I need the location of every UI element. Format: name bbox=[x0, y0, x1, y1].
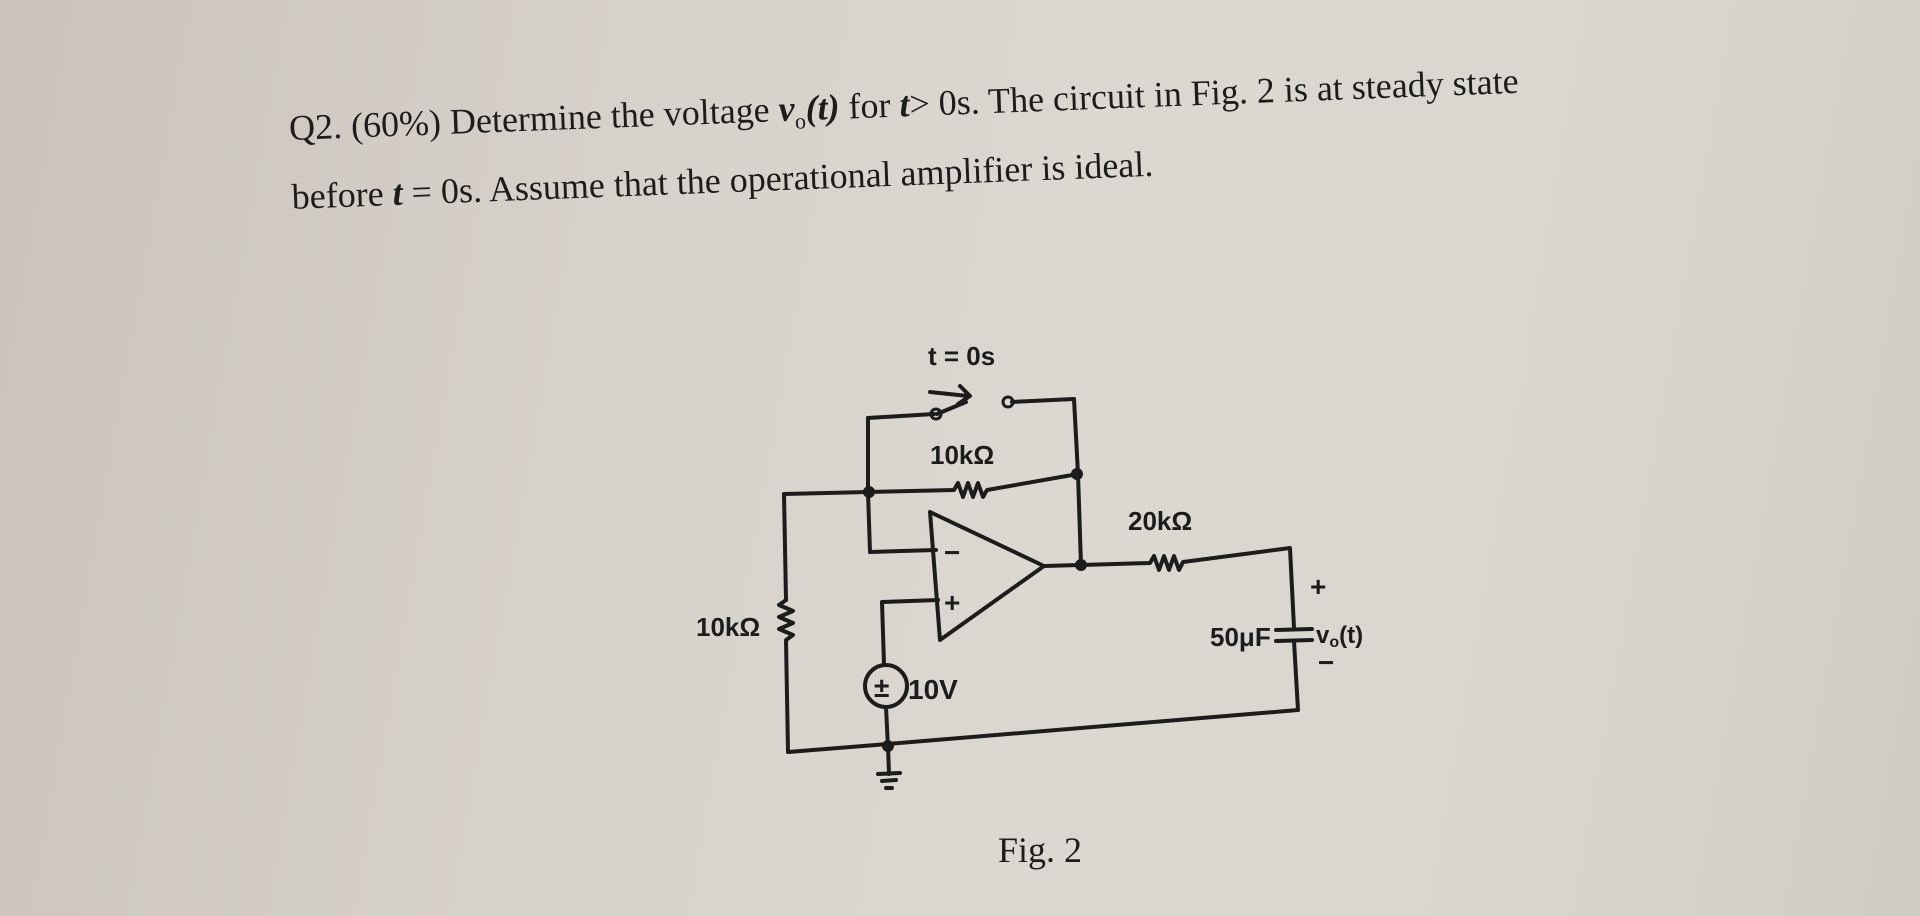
ground-resistor bbox=[777, 598, 795, 754]
cap-minus: − bbox=[1318, 647, 1334, 678]
source-label: 10V bbox=[908, 674, 958, 705]
op-amp bbox=[928, 510, 1046, 642]
switch bbox=[866, 384, 1080, 494]
cap-voltage-label: vo(t) bbox=[1316, 622, 1363, 651]
noninverting-input-wire bbox=[880, 598, 940, 666]
op-amp-plus: + bbox=[944, 587, 960, 618]
feedback-resistor-label: 10kΩ bbox=[930, 440, 994, 470]
figure-caption: Fig. 2 bbox=[998, 830, 1082, 870]
output-resistor-label: 20kΩ bbox=[1128, 506, 1192, 536]
bottom-return-wire bbox=[786, 708, 1300, 754]
output-resistor bbox=[1079, 546, 1296, 630]
inverting-node bbox=[863, 486, 875, 498]
ground-icon bbox=[876, 744, 902, 790]
feedback-resistor bbox=[866, 472, 1080, 499]
capacitor-plate-top bbox=[1274, 627, 1314, 632]
inverting-input-wire bbox=[866, 490, 938, 554]
op-amp-minus: − bbox=[944, 537, 960, 568]
output-wire bbox=[1042, 563, 1082, 568]
cap-plus: + bbox=[1310, 571, 1326, 602]
switch-label: t = 0s bbox=[928, 341, 995, 371]
left-wire bbox=[782, 490, 870, 602]
source-symbol: ± bbox=[874, 672, 889, 703]
ground-resistor-label: 10kΩ bbox=[696, 612, 760, 642]
capacitor-label: 50μF bbox=[1210, 622, 1271, 652]
